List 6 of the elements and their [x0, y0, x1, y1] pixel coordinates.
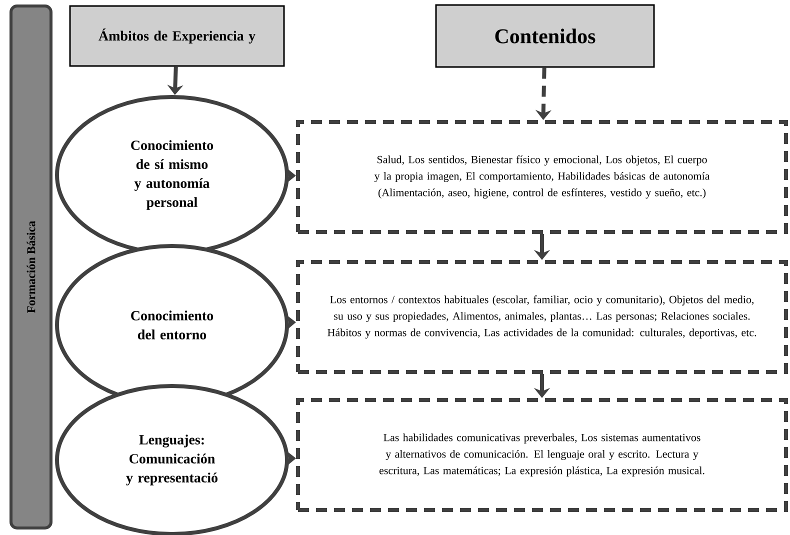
content-box: Los entornos / contextos habituales (escolar, familiar, ocio y comunitario), Objetos del medio, su uso y sus propiedades, Alimentos, animales, plantas… Las personas; Relaciones sociales. Hábitos y normas de convivencia, Las actividades de la comunidad: culturales, deportivas, etc.: [296, 260, 788, 374]
header-box: Ámbitos de Experiencia y: [69, 5, 285, 67]
content-box: Las habilidades comunicativas preverbales, Los sistemas aumentativos y alternativos de comunicación. El lenguaje oral y escrito. Lectura y escritura, Las matemáticas; La expresión plástica, La expresión musical.: [296, 398, 788, 512]
header-box: Contenidos: [435, 4, 655, 68]
content-box: Salud, Los sentidos, Bienestar físico y emocional, Los objetos, El cuerpo y la propia imagen, El comportamiento, Habilidades básicas de autonomía (Alimentación, aseo, higiene, control de esfínteres, vestido y sueño, etc.): [296, 120, 788, 234]
vertical-band: Formación Básica: [10, 4, 52, 530]
